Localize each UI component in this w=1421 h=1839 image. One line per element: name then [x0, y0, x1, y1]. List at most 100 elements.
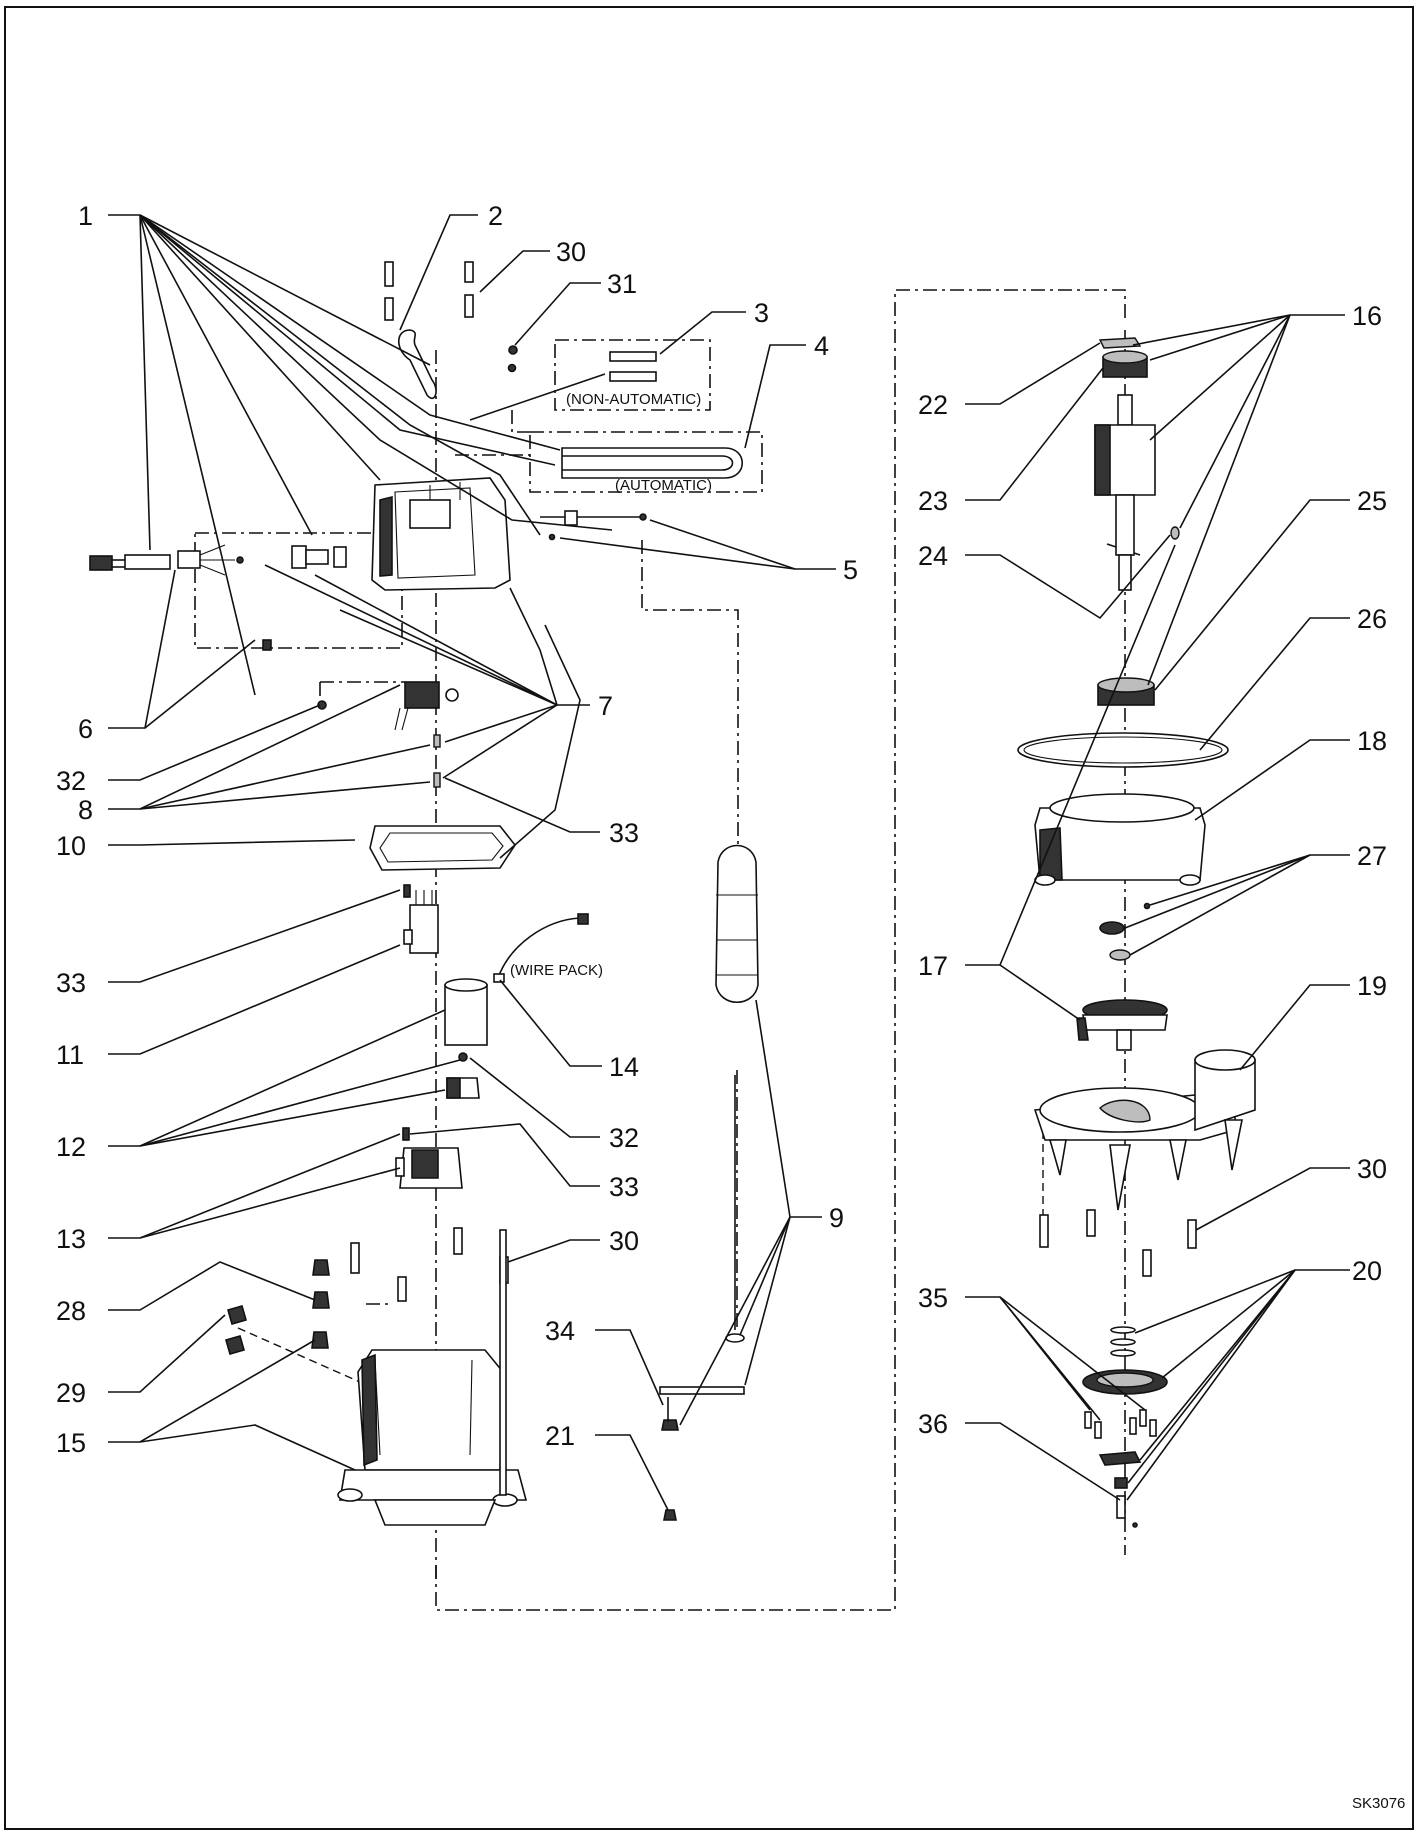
leader-lines: [108, 214, 1350, 1511]
float-switch: [659, 844, 759, 1431]
switch-assembly: [394, 681, 459, 731]
callout-25: 25: [1357, 486, 1387, 516]
callout-3: 3: [754, 298, 769, 328]
cord-clip: [262, 639, 272, 651]
callout-1: 1: [78, 201, 93, 231]
callout-2: 2: [488, 201, 503, 231]
callout-28: 28: [56, 1296, 86, 1326]
motor-housing: [337, 1229, 528, 1526]
callout-30-right: 30: [1357, 1154, 1387, 1184]
callout-4: 4: [814, 331, 829, 361]
grinder-screws: [1084, 1409, 1157, 1439]
screw-30g: [1142, 1249, 1152, 1277]
callout-34: 34: [545, 1316, 575, 1346]
screw-top-d: [464, 294, 474, 318]
screw-33b: [402, 1127, 410, 1141]
nut-31b: [507, 363, 517, 373]
cord-strip-a: [609, 351, 657, 362]
lower-bearing: [1097, 677, 1155, 706]
screw-30c: [453, 1227, 463, 1255]
callout-27: 27: [1357, 841, 1387, 871]
screw-30a: [350, 1242, 360, 1274]
shaft-key: [1170, 526, 1180, 540]
seal-plate: [1034, 793, 1206, 886]
callout-36: 36: [918, 1409, 948, 1439]
snap-ring: [1098, 337, 1142, 349]
callout-17: 17: [918, 951, 948, 981]
pressure-switch: [395, 1147, 463, 1189]
power-cord: [89, 544, 244, 576]
callout-32-mid: 32: [609, 1123, 639, 1153]
cord-grip: [540, 510, 647, 541]
callout-26: 26: [1357, 604, 1387, 634]
callout-10: 10: [56, 831, 86, 861]
terminal-connector: [291, 545, 347, 569]
screw-30f: [1086, 1209, 1096, 1237]
screw-top-a: [384, 261, 394, 287]
callout-labels: 1 2 30 31 3 4 5 6 7 32 8 33 10 33 11 14 …: [56, 201, 1387, 1458]
non-automatic-box: [554, 339, 711, 411]
note-wire-pack: (WIRE PACK): [510, 962, 603, 979]
callout-11: 11: [56, 1040, 84, 1070]
callout-13: 13: [56, 1224, 86, 1254]
callout-24: 24: [918, 541, 948, 571]
screw-8b: [433, 772, 441, 788]
rotor-shaft: [1094, 394, 1156, 591]
cord-strip-b: [609, 371, 657, 382]
drawing-border: [4, 6, 1414, 1830]
o-ring-inner: [1023, 736, 1223, 764]
impeller: [1076, 999, 1168, 1051]
callout-7: 7: [598, 691, 613, 721]
callout-33-right: 33: [609, 818, 639, 848]
cable-loop: [397, 329, 437, 400]
callout-33-left: 33: [56, 968, 86, 998]
callout-31: 31: [607, 269, 637, 299]
upper-bearing: [1102, 350, 1148, 378]
gasket: [369, 825, 516, 871]
callout-12: 12: [56, 1132, 86, 1162]
callout-18: 18: [1357, 726, 1387, 756]
screw-33a: [403, 884, 411, 898]
note-non-automatic: (NON-AUTOMATIC): [566, 391, 701, 408]
callout-30-top: 30: [556, 237, 586, 267]
relay: [403, 890, 439, 954]
callout-6: 6: [78, 714, 93, 744]
screw-top-b: [384, 297, 394, 321]
nut-31a: [508, 345, 518, 355]
shaft-seal: [1099, 902, 1151, 961]
capacitor: [444, 978, 488, 1099]
wire-pack: [493, 913, 589, 983]
plug-fittings: [311, 1259, 330, 1349]
callout-33-mid: 33: [609, 1172, 639, 1202]
volute: [1033, 1049, 1256, 1211]
callout-14: 14: [609, 1052, 639, 1082]
screw-30b: [397, 1276, 407, 1302]
motor-top-cover: [371, 477, 511, 591]
callout-23: 23: [918, 486, 948, 516]
callout-29: 29: [56, 1378, 86, 1408]
float-cable: [561, 447, 743, 479]
nut-21: [663, 1509, 677, 1521]
screw-8a: [433, 734, 441, 748]
pipe-plugs: [225, 1305, 247, 1355]
callout-30-mid: 30: [609, 1226, 639, 1256]
screw-30e: [1039, 1214, 1049, 1248]
screw-top-c: [464, 261, 474, 283]
callout-5: 5: [843, 555, 858, 585]
callout-32-top: 32: [56, 766, 86, 796]
callout-22: 22: [918, 390, 948, 420]
callout-35: 35: [918, 1283, 948, 1313]
screw-30h: [1187, 1219, 1197, 1249]
callout-9: 9: [829, 1203, 844, 1233]
sheet-id: SK3076: [1352, 1795, 1405, 1812]
callout-20: 20: [1352, 1256, 1382, 1286]
callout-8: 8: [78, 795, 93, 825]
callout-16: 16: [1352, 301, 1382, 331]
callout-19: 19: [1357, 971, 1387, 1001]
note-automatic: (AUTOMATIC): [615, 477, 712, 494]
o-ring-outer: [1017, 732, 1229, 768]
automatic-box: [529, 431, 763, 493]
callout-15: 15: [56, 1428, 86, 1458]
callout-21: 21: [545, 1421, 575, 1451]
